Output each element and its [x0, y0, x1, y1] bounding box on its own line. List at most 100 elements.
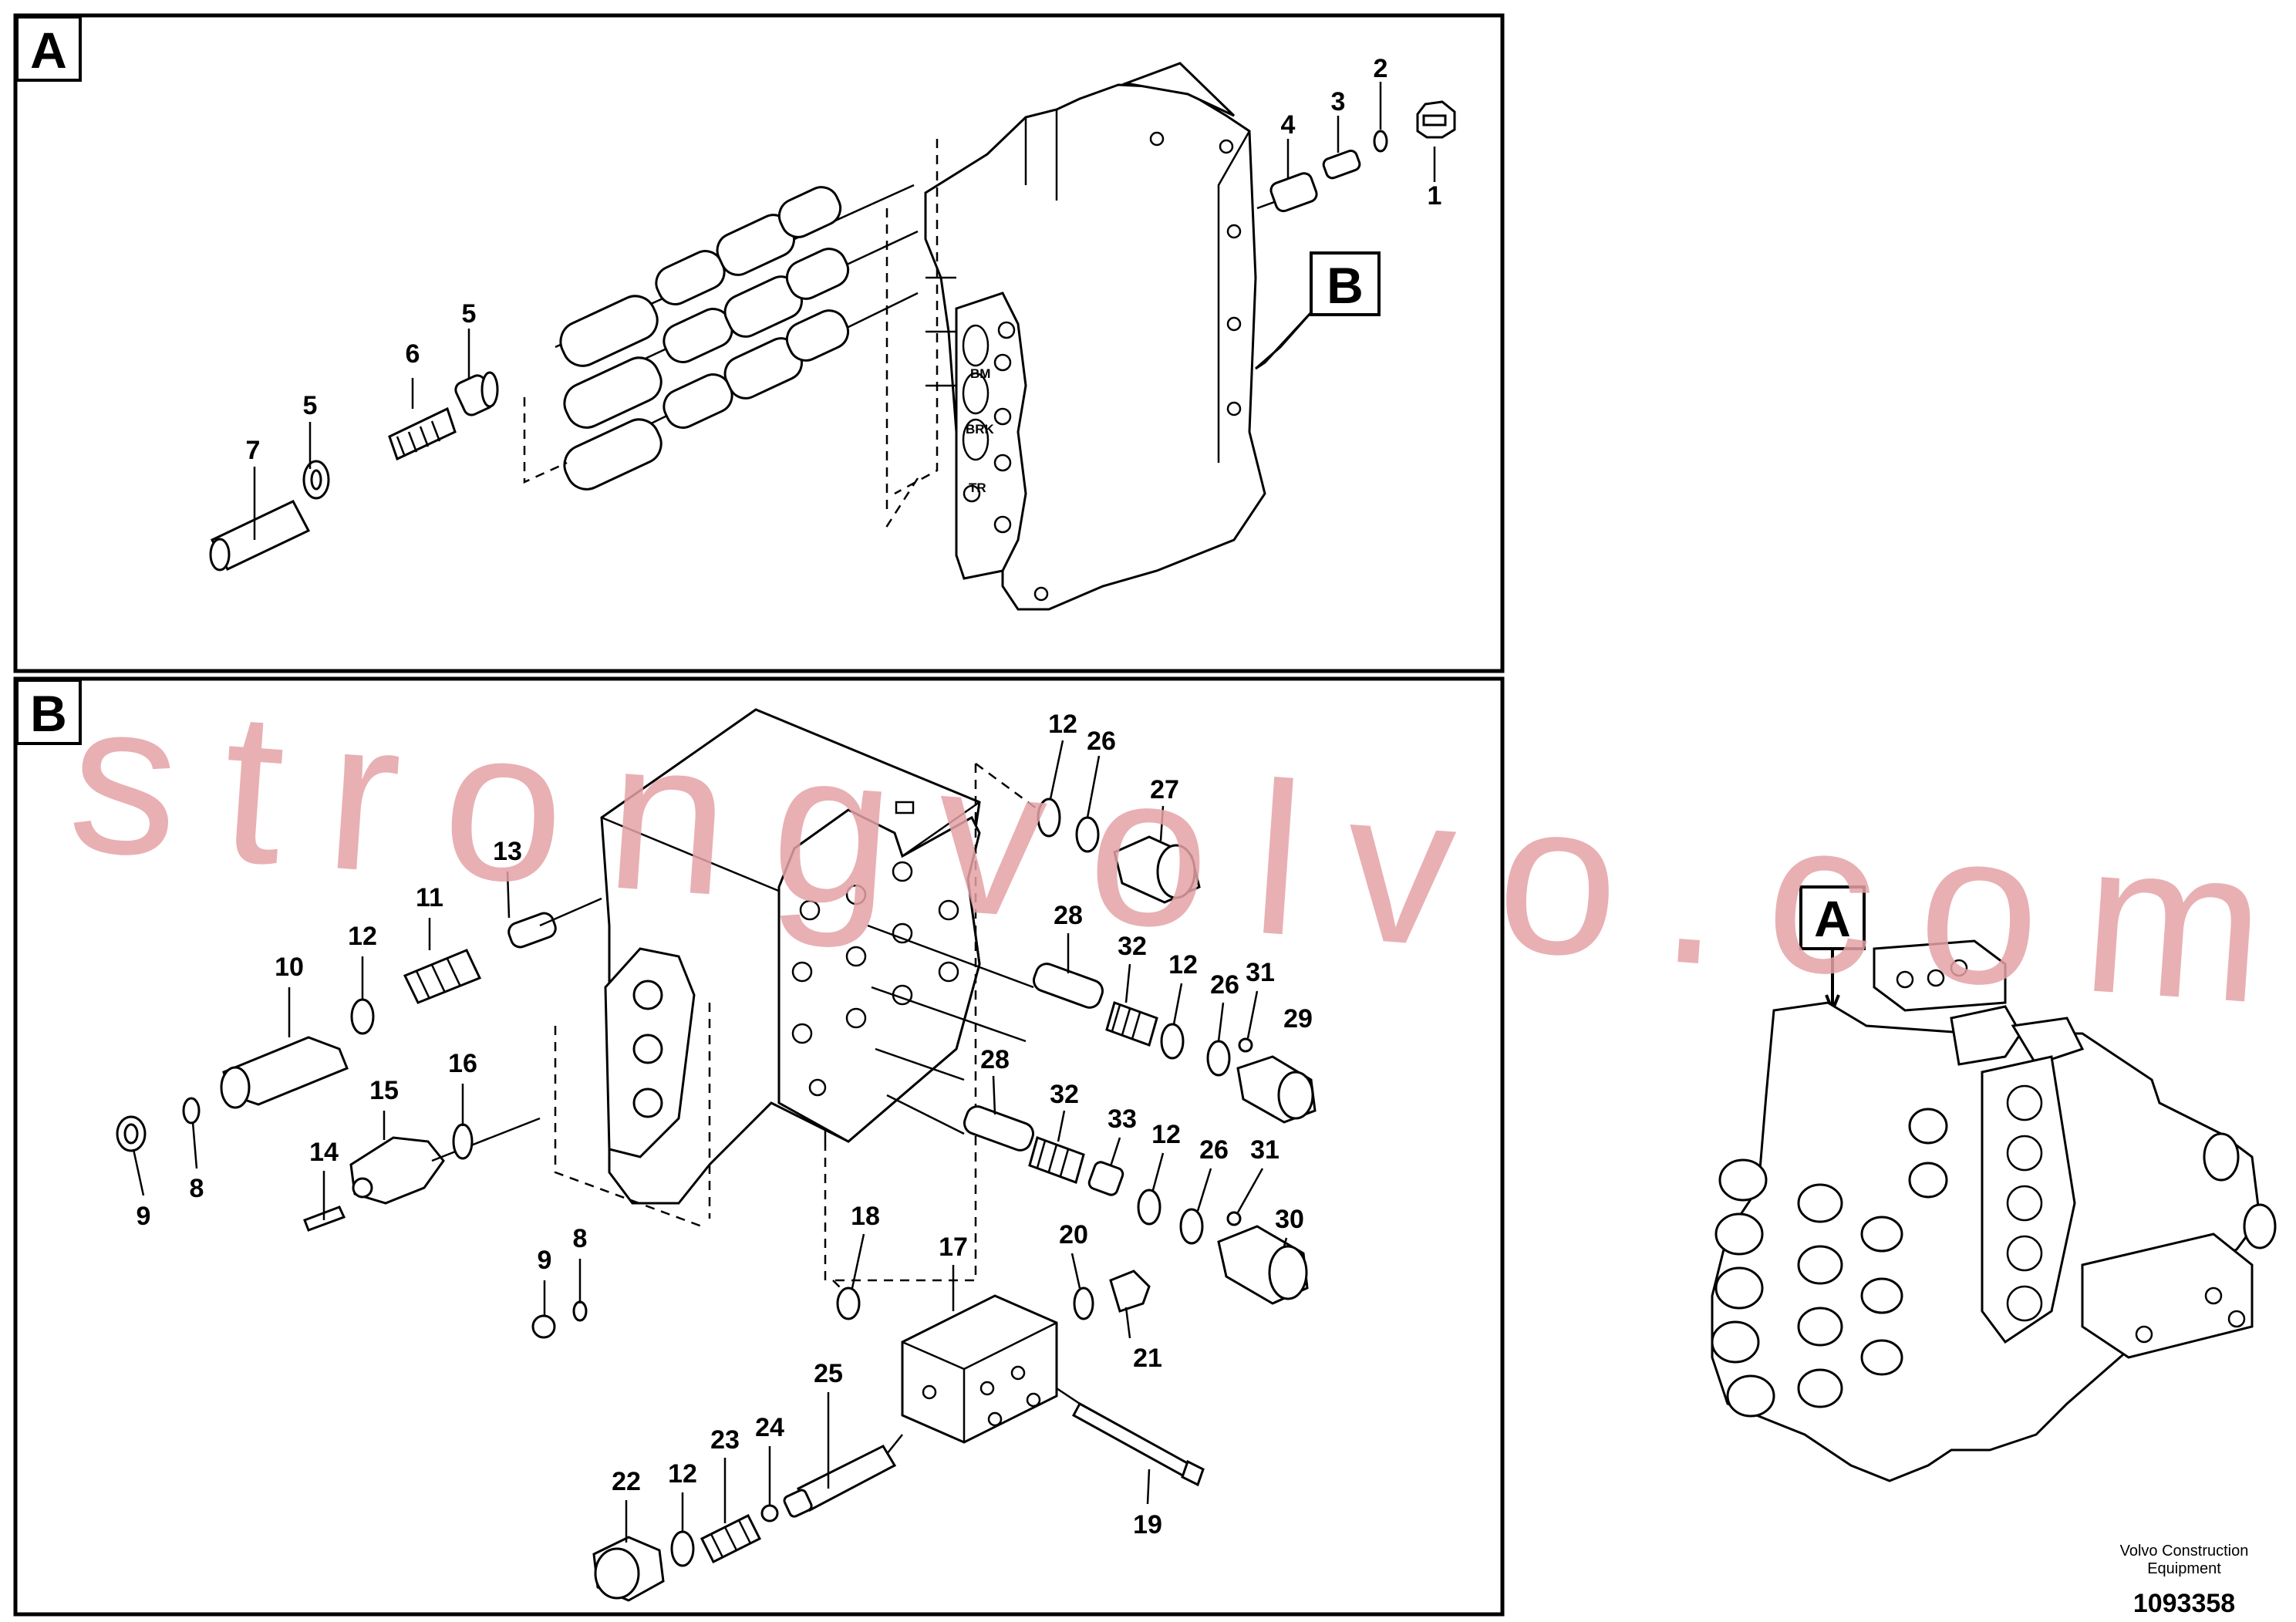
panel-a-tag-box	[15, 15, 82, 82]
part-b18	[836, 1286, 861, 1320]
callout-19: 19	[1133, 1510, 1162, 1539]
part-b28-bot	[963, 1105, 1034, 1152]
callout-29: 29	[1283, 1004, 1313, 1034]
callout-28-bottom: 28	[980, 1045, 1010, 1074]
part-a1	[1416, 100, 1456, 139]
callout-1: 1	[1428, 181, 1442, 211]
callout-b-arrow	[1255, 311, 1313, 370]
part-b16	[452, 1123, 474, 1160]
port-label-brk: BRK	[966, 422, 995, 437]
footer-company-2: Equipment	[2147, 1560, 2221, 1577]
part-a6-spring	[388, 406, 457, 461]
callout-16: 16	[448, 1049, 477, 1078]
callout-10: 10	[275, 953, 304, 982]
callout-8-bottom: 8	[573, 1224, 588, 1253]
part-b32-top	[1105, 1001, 1158, 1047]
callout-18: 18	[851, 1202, 880, 1231]
callout-7: 7	[246, 436, 261, 465]
part-b12-bottom	[670, 1530, 695, 1567]
part-b12-top	[1037, 798, 1061, 838]
drawing-number: 1093358	[2133, 1589, 2235, 1618]
callout-27: 27	[1150, 775, 1179, 804]
callout-14: 14	[309, 1138, 339, 1167]
panel-a: A BM BRK TR	[13, 13, 1505, 673]
panel-b-tag-box	[15, 679, 82, 745]
callout-4: 4	[1281, 110, 1296, 140]
callout-25: 25	[814, 1359, 843, 1388]
callout-20: 20	[1059, 1220, 1088, 1249]
callout-33: 33	[1108, 1104, 1137, 1134]
spool-group	[555, 184, 919, 491]
part-b21	[1109, 1270, 1151, 1313]
part-b26-mid	[1206, 1040, 1231, 1077]
callout-9-bottom: 9	[538, 1246, 552, 1275]
overview-valve: A	[1711, 885, 2277, 1482]
callout-9-left: 9	[137, 1202, 151, 1231]
part-a5-sleeve	[454, 371, 499, 416]
callout-17: 17	[939, 1233, 968, 1262]
part-b31-top	[1238, 1037, 1253, 1053]
part-b9-left	[116, 1115, 147, 1152]
part-a7-cap	[209, 500, 311, 572]
part-b31-bot	[1226, 1211, 1242, 1226]
footer-company: Volvo Construction	[2120, 1543, 2249, 1560]
callout-30: 30	[1275, 1205, 1304, 1234]
part-b27	[1113, 835, 1201, 904]
panel-a-tag: A	[30, 22, 67, 79]
part-b20	[1073, 1286, 1094, 1320]
callout-5-bottom: 5	[303, 391, 318, 420]
callout-5-top: 5	[462, 299, 477, 329]
callout-26-bottom: 26	[1199, 1135, 1229, 1165]
part-b33	[1087, 1161, 1124, 1196]
callout-21: 21	[1133, 1344, 1162, 1373]
callout-26-top: 26	[1087, 727, 1116, 756]
port-label-bm: BM	[970, 366, 990, 381]
valve-block-a	[924, 62, 1266, 611]
part-b19-bolt	[1071, 1401, 1205, 1487]
part-b30	[1217, 1225, 1309, 1305]
callout-28-top: 28	[1054, 901, 1083, 930]
part-b11-spring	[403, 949, 482, 1004]
callout-6: 6	[406, 339, 420, 369]
part-b9-bottom	[531, 1314, 556, 1339]
panel-b: B	[13, 676, 1505, 1617]
spool-2	[563, 248, 850, 429]
callout-31-bottom: 31	[1250, 1135, 1279, 1165]
part-a4	[1256, 172, 1318, 213]
part-b10	[220, 1036, 349, 1109]
part-b23-spring	[700, 1513, 762, 1564]
overview-caps	[1711, 1108, 2277, 1418]
spool-1	[559, 186, 842, 367]
part-b26-bot	[1179, 1208, 1204, 1245]
callout-26-mid: 26	[1210, 970, 1239, 1000]
valve-block-b	[600, 708, 981, 1205]
callout-12-top: 12	[1048, 710, 1077, 739]
callout-12-left: 12	[348, 922, 377, 951]
callout-22: 22	[612, 1467, 641, 1496]
part-b12-mid	[1160, 1023, 1185, 1060]
callout-3: 3	[1331, 87, 1346, 116]
callout-b-tag: B	[1327, 257, 1364, 314]
panel-b-tag: B	[30, 685, 67, 742]
callout-12-mid: 12	[1168, 950, 1198, 980]
part-a5-seat	[302, 460, 330, 500]
part-b15	[349, 1136, 445, 1205]
part-b22-cap	[592, 1536, 665, 1602]
part-b24	[760, 1504, 779, 1523]
callout-15: 15	[369, 1076, 399, 1105]
port-label-tr: TR	[969, 481, 986, 495]
part-a3	[1322, 150, 1361, 180]
overview-tag: A	[1814, 890, 1851, 947]
part-b28-top	[1033, 963, 1104, 1009]
watermark: strongvolvo.com	[62, 655, 2272, 1049]
callout-12-lower: 12	[1151, 1120, 1181, 1149]
callout-12-bottom: 12	[668, 1459, 697, 1489]
callout-b-box	[1310, 251, 1381, 316]
part-b12-left	[350, 998, 375, 1035]
part-b25	[783, 1445, 897, 1518]
overview-right-block	[2081, 1233, 2254, 1359]
part-b17-block	[901, 1294, 1058, 1444]
callout-31-top: 31	[1246, 958, 1275, 987]
part-b12-bot	[1137, 1189, 1161, 1226]
